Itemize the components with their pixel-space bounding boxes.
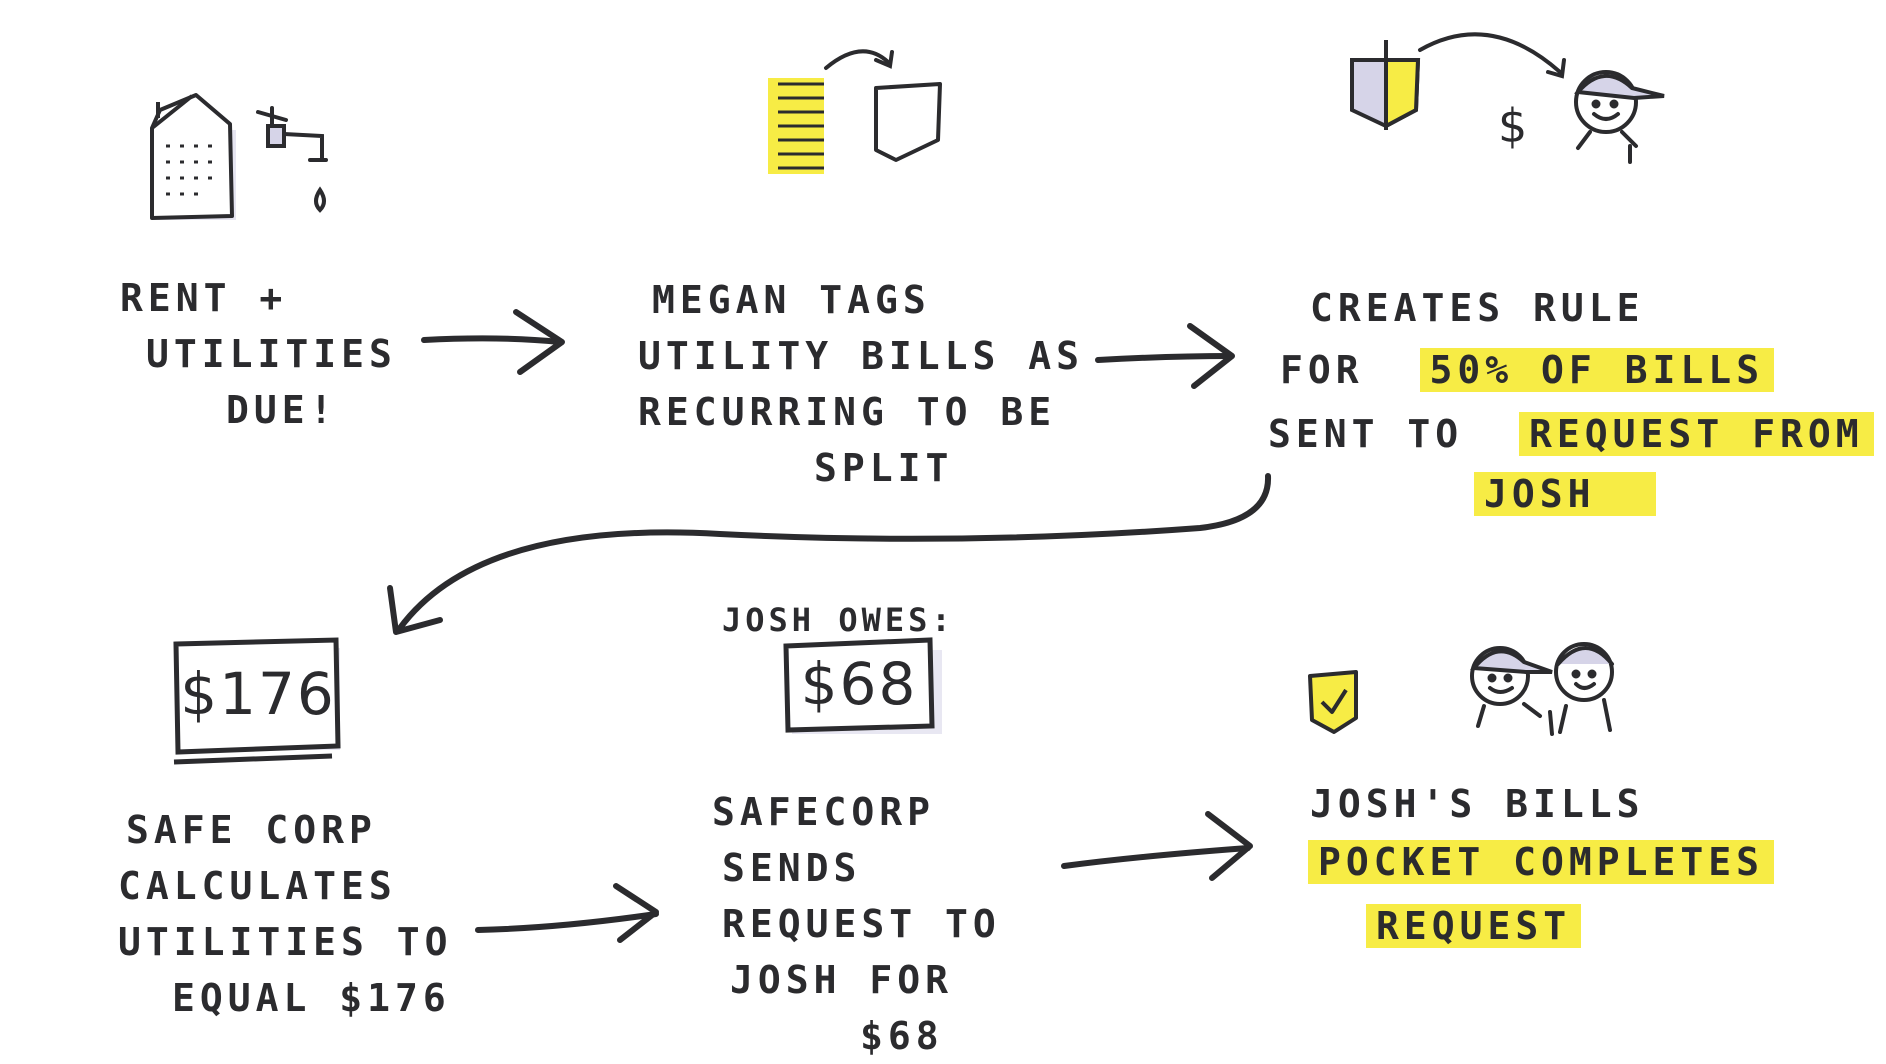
step5-line: $68 bbox=[860, 1014, 944, 1058]
amount-box-176 bbox=[173, 637, 341, 765]
faucet-icon bbox=[256, 106, 328, 213]
arrow-5-to-6 bbox=[1061, 811, 1253, 881]
step3-highlight-josh: JOSH bbox=[1474, 472, 1656, 516]
arrow-2-to-3 bbox=[1095, 323, 1235, 389]
step3-text-2: FOR 50% OF BILLS bbox=[1280, 342, 1775, 398]
step3-line-1: CREATES RULE bbox=[1310, 286, 1645, 330]
person-josh-icon bbox=[1573, 70, 1665, 164]
step3-highlight-request: REQUEST FROM bbox=[1519, 412, 1874, 456]
step6-text-3: REQUEST bbox=[1366, 898, 1582, 954]
tag-icon bbox=[874, 82, 942, 162]
house-icon bbox=[150, 93, 236, 220]
step5-line: JOSH FOR bbox=[730, 958, 954, 1002]
step2-line: MEGAN TAGS bbox=[652, 278, 931, 322]
step3-text-4: JOSH bbox=[1474, 466, 1656, 522]
svg-text:$: $ bbox=[1498, 99, 1527, 153]
step3-text-3: SENT TO REQUEST FROM bbox=[1268, 406, 1874, 462]
step6-highlight-request: REQUEST bbox=[1366, 904, 1582, 948]
curved-arrow-icon bbox=[1418, 32, 1566, 79]
step3-text: CREATES RULE bbox=[1268, 280, 1645, 336]
step4-line: CALCULATES bbox=[118, 864, 397, 908]
check-shield-icon bbox=[1308, 670, 1358, 734]
dollar-icon: $ bbox=[1498, 99, 1527, 153]
amount-176: $176 bbox=[180, 660, 336, 728]
step6-text-2: POCKET COMPLETES bbox=[1308, 834, 1775, 890]
step5-line: REQUEST TO bbox=[722, 902, 1001, 946]
arrow-4-to-5 bbox=[475, 883, 659, 943]
step4-line: EQUAL $176 bbox=[172, 976, 451, 1020]
step1-line: RENT + bbox=[120, 276, 288, 320]
amount-68: $68 bbox=[800, 650, 918, 718]
amount-box-68 bbox=[783, 637, 942, 734]
step2-text: MEGAN TAGS UTILITY BILLS AS RECURRING TO… bbox=[638, 272, 1084, 496]
bills-list-icon bbox=[768, 78, 824, 174]
step4-text: SAFE CORP CALCULATES UTILITIES TO EQUAL … bbox=[118, 802, 453, 1026]
curved-arrow-icon bbox=[824, 49, 894, 70]
step2-line: UTILITY BILLS AS bbox=[638, 334, 1085, 378]
arrow-1-to-2 bbox=[421, 309, 565, 375]
shield-icon bbox=[1350, 40, 1421, 130]
step3-sent-to: SENT TO bbox=[1268, 412, 1464, 456]
step5-text: SAFECORP SENDS REQUEST TO JOSH FOR $68 bbox=[712, 784, 1001, 1064]
step5-line: SENDS bbox=[722, 846, 862, 890]
step1-line: UTILITIES bbox=[146, 332, 397, 376]
arrow-3-to-4 bbox=[387, 473, 1272, 635]
step5-line: SAFECORP bbox=[712, 790, 936, 834]
step4-line: SAFE CORP bbox=[126, 808, 377, 852]
step6-text-1: JOSH'S BILLS bbox=[1310, 782, 1645, 826]
step3-for: FOR bbox=[1280, 348, 1364, 392]
step1-text: RENT + UTILITIES DUE! bbox=[120, 270, 397, 438]
people-pair-icon bbox=[1470, 642, 1614, 736]
josh-owes-label: JOSH OWES: bbox=[722, 601, 955, 639]
step3-highlight-percent: 50% OF BILLS bbox=[1419, 348, 1775, 392]
step4-line: UTILITIES TO bbox=[118, 920, 453, 964]
step6-highlight-pocket: POCKET COMPLETES bbox=[1308, 840, 1775, 884]
step2-line: SPLIT bbox=[814, 446, 954, 490]
step1-line: DUE! bbox=[226, 388, 338, 432]
step2-line: RECURRING TO BE bbox=[638, 390, 1057, 434]
